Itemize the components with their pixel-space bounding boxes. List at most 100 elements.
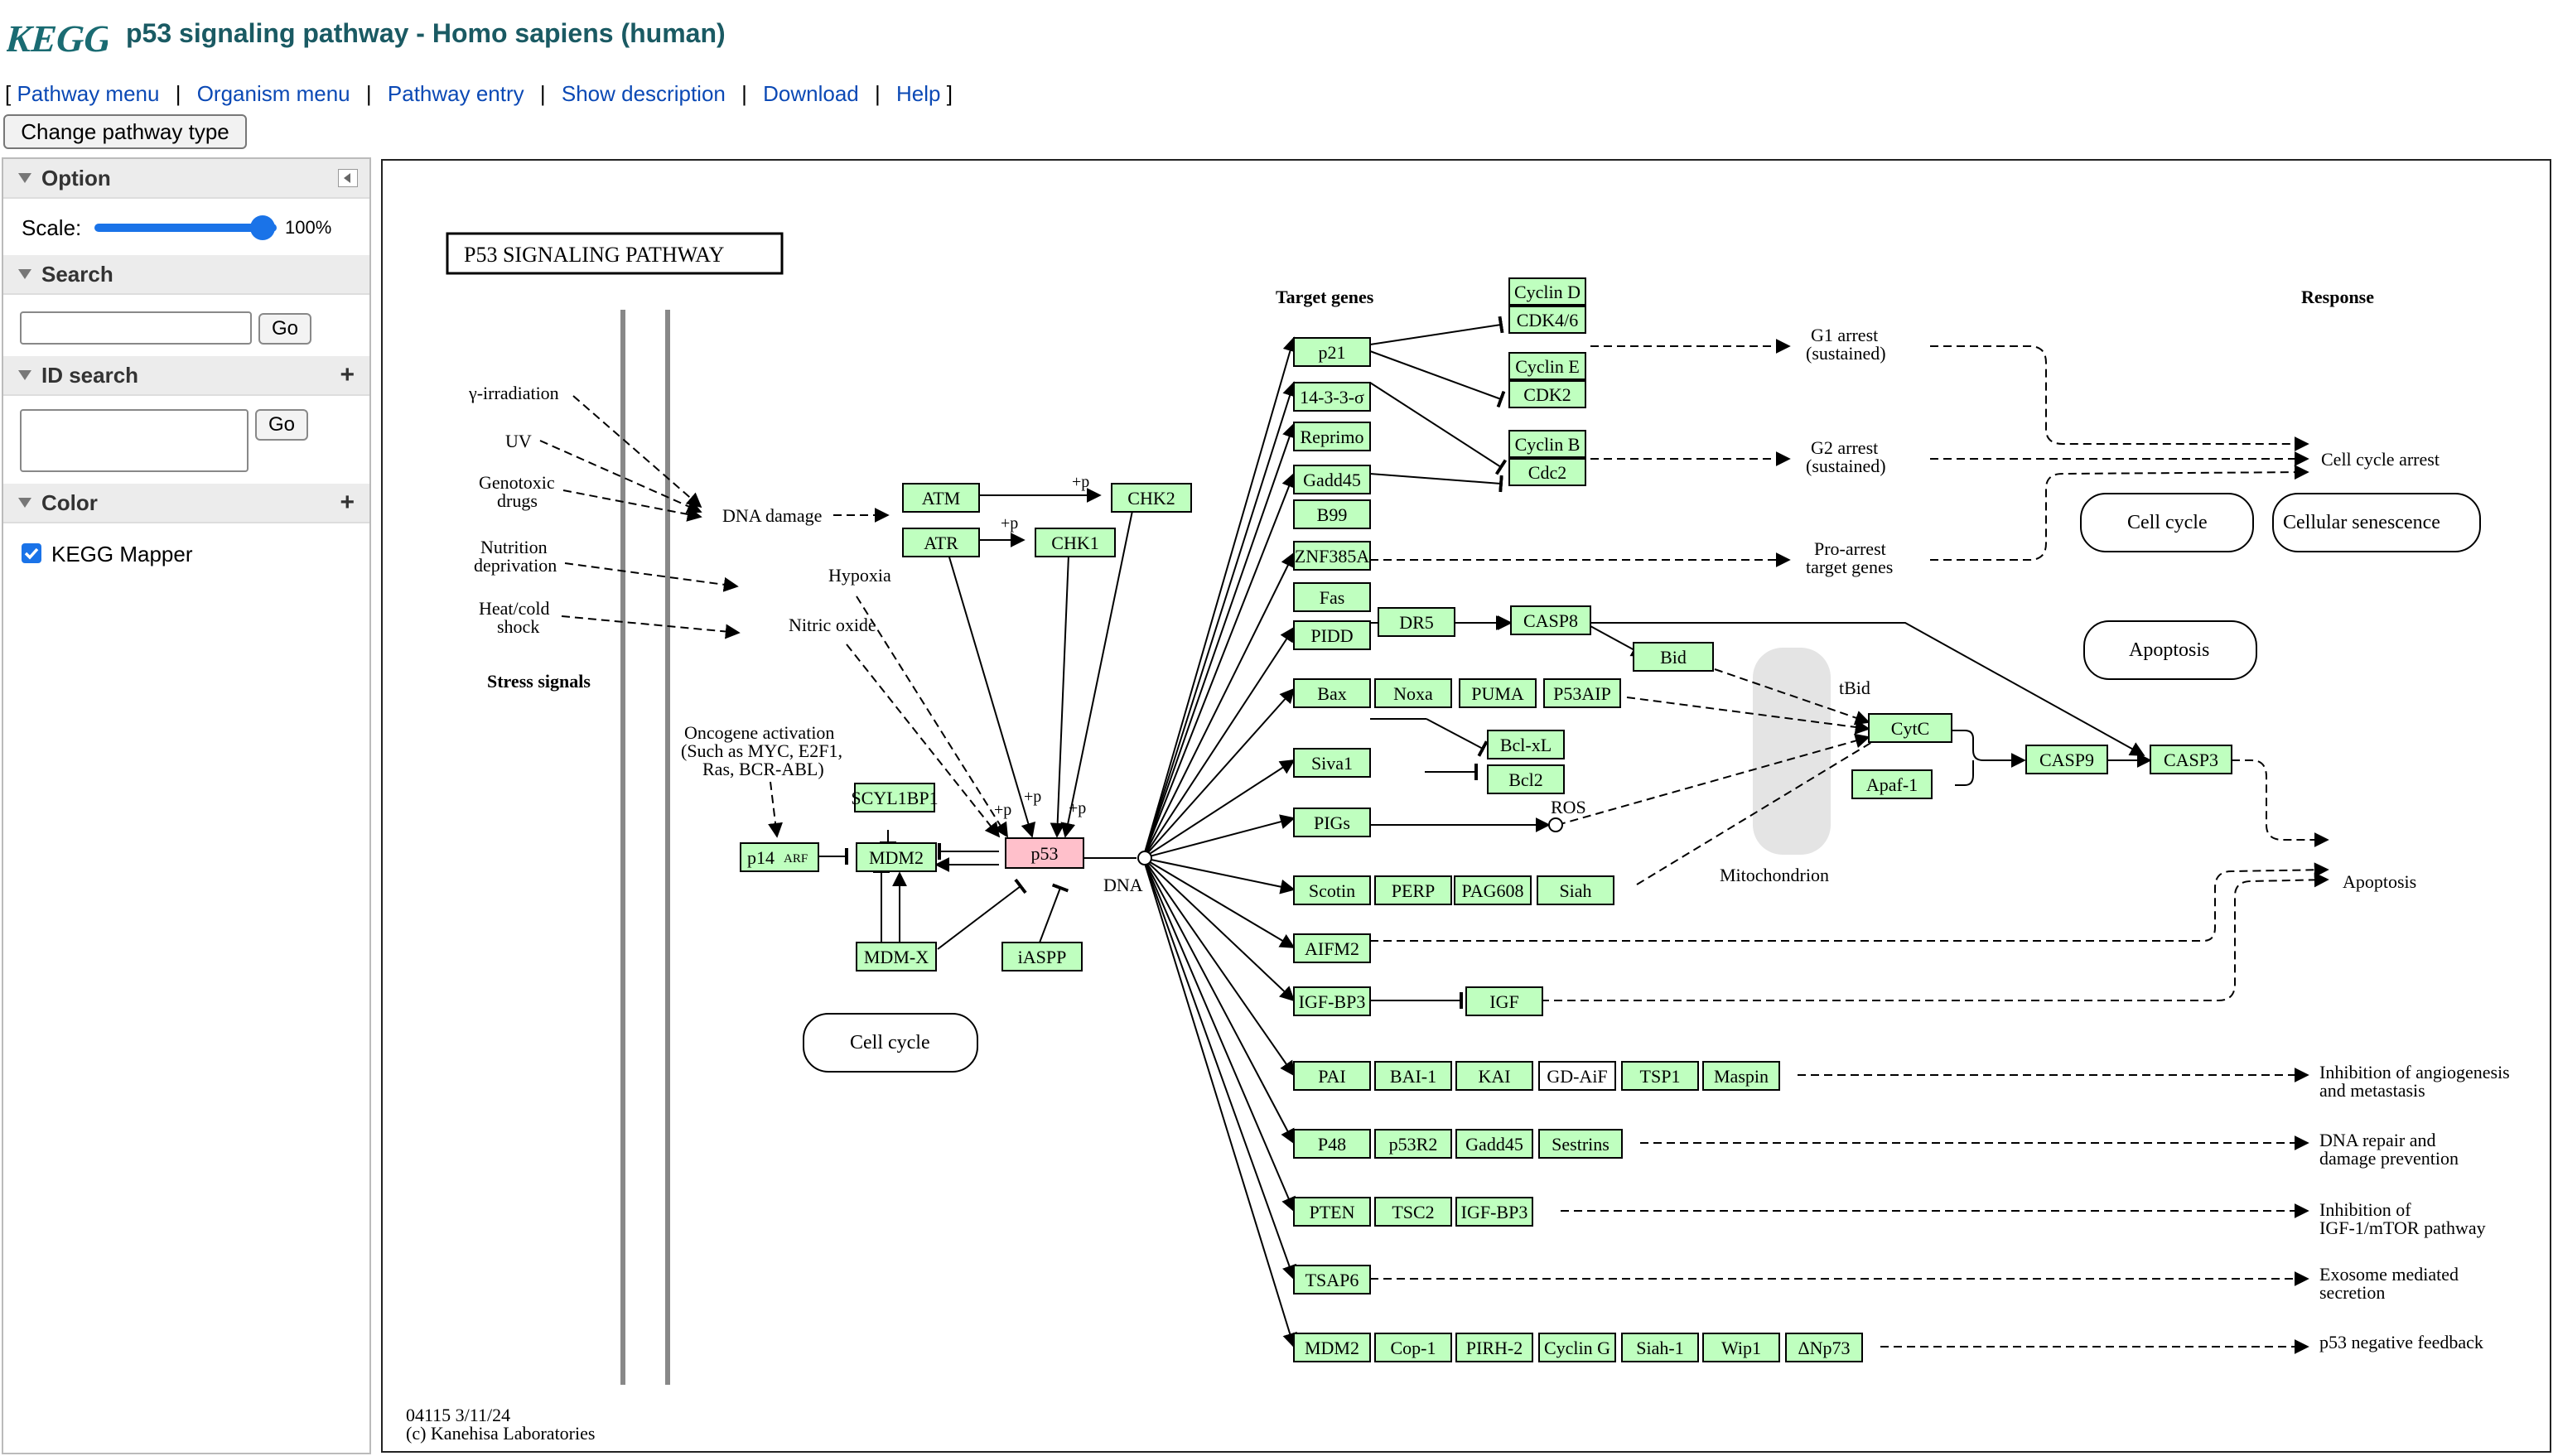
change-pathway-type-button[interactable]: Change pathway type [3, 114, 247, 149]
gene-tsp1[interactable]: TSP1 [1621, 1061, 1699, 1091]
gene-box[interactable] [1465, 986, 1543, 1016]
cell-cycle-map-left[interactable] [803, 1013, 978, 1073]
gene-chk1[interactable]: CHK1 [1035, 528, 1116, 557]
gene-igfbp3b[interactable]: IGF-BP3 [1455, 1197, 1533, 1227]
option-section-header[interactable]: Option [3, 159, 369, 199]
gene-cdk2[interactable]: CDK2 [1508, 380, 1586, 408]
gene-igfbp3[interactable]: IGF-BP3 [1293, 986, 1371, 1016]
gene-pag608[interactable]: PAG608 [1454, 875, 1532, 905]
id-search-textarea[interactable] [20, 409, 249, 472]
gene-box[interactable] [1538, 1061, 1616, 1091]
gene-box[interactable] [1293, 620, 1371, 650]
gene-maspin[interactable]: Maspin [1702, 1061, 1780, 1091]
gene-siah1[interactable]: Siah-1 [1621, 1333, 1699, 1362]
gene-box[interactable] [1538, 1333, 1616, 1362]
gene-box[interactable] [2025, 745, 2108, 774]
gene-box[interactable] [1508, 430, 1586, 458]
gene-cdc2[interactable]: Cdc2 [1508, 458, 1586, 486]
gene-box[interactable] [1538, 1129, 1623, 1159]
gene-box[interactable] [1543, 678, 1621, 708]
gene-box[interactable] [740, 842, 819, 872]
gene-chk2[interactable]: CHK2 [1111, 483, 1192, 513]
gene-box[interactable] [1455, 1061, 1533, 1091]
gene-znf385a[interactable]: ZNF385A [1293, 541, 1371, 571]
apoptosis-map[interactable] [2083, 620, 2257, 680]
gene-cdk46[interactable]: CDK4/6 [1508, 306, 1586, 334]
gene-box[interactable] [1293, 499, 1371, 529]
gene-box[interactable] [1293, 1061, 1371, 1091]
gene-box[interactable] [1633, 642, 1714, 672]
gene-reprimo[interactable]: Reprimo [1293, 422, 1371, 451]
gene-box[interactable] [1508, 277, 1586, 306]
gene-tsc2[interactable]: TSC2 [1374, 1197, 1452, 1227]
gene-box[interactable] [1510, 605, 1591, 635]
gene-box[interactable] [1035, 528, 1116, 557]
gene-scotin[interactable]: Scotin [1293, 875, 1371, 905]
gene-box[interactable] [854, 783, 935, 812]
gene-pigs[interactable]: PIGs [1293, 808, 1371, 837]
gene-p48[interactable]: P48 [1293, 1129, 1371, 1159]
gene-mdm2[interactable]: MDM2 [856, 842, 937, 872]
gene-noxa[interactable]: Noxa [1374, 678, 1452, 708]
cell-cycle-map-right[interactable] [2080, 493, 2254, 552]
gene-box[interactable] [1702, 1333, 1780, 1362]
search-section-header[interactable]: Search [3, 255, 369, 295]
gene-sestrins[interactable]: Sestrins [1538, 1129, 1623, 1159]
gene-box[interactable] [1508, 306, 1586, 334]
gene-siva1[interactable]: Siva1 [1293, 748, 1371, 778]
gene-box[interactable] [1455, 1333, 1533, 1362]
gene-pirh2[interactable]: PIRH-2 [1455, 1333, 1533, 1362]
gene-gdaif[interactable]: GD-AiF [1538, 1061, 1616, 1091]
gene-box[interactable] [1455, 1197, 1533, 1227]
gene-p53r2[interactable]: p53R2 [1374, 1129, 1452, 1159]
gene-box[interactable] [1293, 422, 1371, 451]
gene-box[interactable] [1455, 1129, 1533, 1159]
menu-help[interactable]: Help [895, 81, 941, 106]
gene-puma[interactable]: PUMA [1459, 678, 1537, 708]
gene-pten[interactable]: PTEN [1293, 1197, 1371, 1227]
gene-gadd45b[interactable]: Gadd45 [1455, 1129, 1533, 1159]
menu-pathway-menu[interactable]: Pathway menu [17, 81, 160, 106]
gene-box[interactable] [1293, 465, 1371, 494]
gene-box[interactable] [1293, 986, 1371, 1016]
gene-box[interactable] [1111, 483, 1192, 513]
gene-box[interactable] [1374, 1197, 1452, 1227]
gene-box[interactable] [856, 942, 937, 971]
gene-p53aip[interactable]: P53AIP [1543, 678, 1621, 708]
gene-bcl2[interactable]: Bcl2 [1487, 764, 1565, 794]
menu-show-description[interactable]: Show description [561, 81, 726, 106]
gene-box[interactable] [1487, 730, 1565, 759]
gene-s1433[interactable]: 14-3-3-σ [1293, 382, 1371, 412]
gene-box[interactable] [1374, 1333, 1452, 1362]
gene-box[interactable] [902, 483, 980, 513]
gene-fas[interactable]: Fas [1293, 582, 1371, 612]
kegg-logo[interactable]: KEGG [7, 3, 108, 71]
scale-slider[interactable] [94, 224, 277, 232]
gene-perp[interactable]: PERP [1374, 875, 1452, 905]
gene-mdm2b[interactable]: MDM2 [1293, 1333, 1371, 1362]
color-section-header[interactable]: Color + [3, 484, 369, 523]
gene-iaspp[interactable]: iASPP [1001, 942, 1083, 971]
gene-pidd[interactable]: PIDD [1293, 620, 1371, 650]
menu-organism-menu[interactable]: Organism menu [196, 81, 350, 106]
gene-box[interactable] [1293, 582, 1371, 612]
search-input[interactable] [20, 311, 252, 345]
scale-slider-thumb[interactable] [250, 215, 275, 240]
gene-box[interactable] [1454, 875, 1532, 905]
gene-box[interactable] [1851, 769, 1933, 799]
gene-dnp73[interactable]: ΔNp73 [1785, 1333, 1863, 1362]
id-search-section-header[interactable]: ID search + [3, 356, 369, 396]
gene-box[interactable] [1293, 748, 1371, 778]
gene-box[interactable] [1293, 1197, 1371, 1227]
gene-atr[interactable]: ATR [902, 528, 980, 557]
gene-box[interactable] [1293, 1129, 1371, 1159]
gene-cyclinb[interactable]: Cyclin B [1508, 430, 1586, 458]
gene-casp9[interactable]: CASP9 [2025, 745, 2108, 774]
gene-box[interactable] [1508, 352, 1586, 380]
gene-box[interactable] [1508, 380, 1586, 408]
gene-p53[interactable]: p53 [1005, 837, 1084, 869]
gene-box[interactable] [2150, 745, 2232, 774]
gene-box[interactable] [1293, 382, 1371, 412]
gene-gadd45[interactable]: Gadd45 [1293, 465, 1371, 494]
